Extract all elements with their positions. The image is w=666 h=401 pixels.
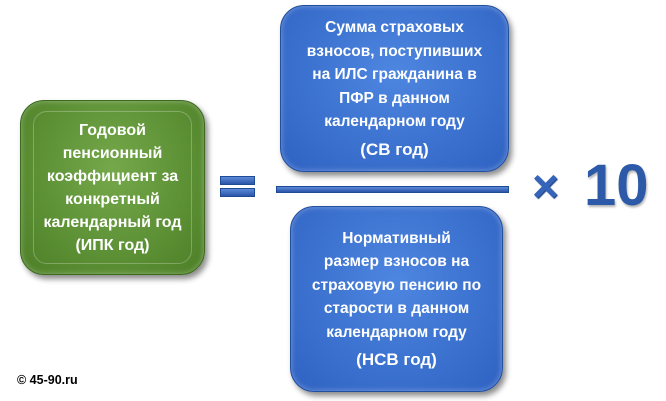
multiply-sign: ×	[532, 160, 559, 212]
ipk-line: календарный год	[43, 213, 182, 231]
equals-bar-top	[220, 176, 255, 185]
ipk-line: (ИПК год)	[75, 236, 150, 254]
ipk-box-inner-border	[33, 111, 192, 264]
numerator-abbr: (СВ год)	[360, 139, 429, 159]
copyright: © 45-90.ru	[17, 373, 78, 387]
denominator-line: старости в данном	[323, 300, 470, 317]
denominator-abbr: (НСВ год)	[356, 350, 437, 369]
ipk-line: пенсионный	[62, 144, 163, 162]
denominator-line: размер взносов на	[323, 253, 470, 270]
ipk-line: конкретный	[65, 190, 160, 208]
ipk-box: Годовой пенсионный коэффициент за конкре…	[20, 100, 205, 275]
ipk-line: коэффициент за	[46, 167, 179, 185]
denominator-line: страховую пенсию по	[311, 276, 482, 294]
multiplier-value: 10	[584, 153, 649, 218]
numerator-line: ПФР в данном	[339, 89, 450, 107]
numerator-line: календарном году	[324, 113, 465, 130]
fraction-line	[276, 186, 509, 193]
numerator-line: на ИЛС гражданина в	[312, 66, 477, 83]
denominator-line: календарном году	[326, 323, 467, 341]
ipk-line: Годовой	[79, 121, 146, 139]
denominator-box: Нормативный размер взносов на страховую …	[290, 206, 503, 392]
numerator-line: Сумма страховых	[325, 19, 464, 36]
denominator-line: Нормативный	[342, 229, 451, 247]
numerator-box: Сумма страховых взносов, поступивших на …	[280, 5, 509, 172]
equals-bar-bottom	[220, 188, 255, 197]
numerator-line: взносов, поступивших	[306, 42, 483, 60]
